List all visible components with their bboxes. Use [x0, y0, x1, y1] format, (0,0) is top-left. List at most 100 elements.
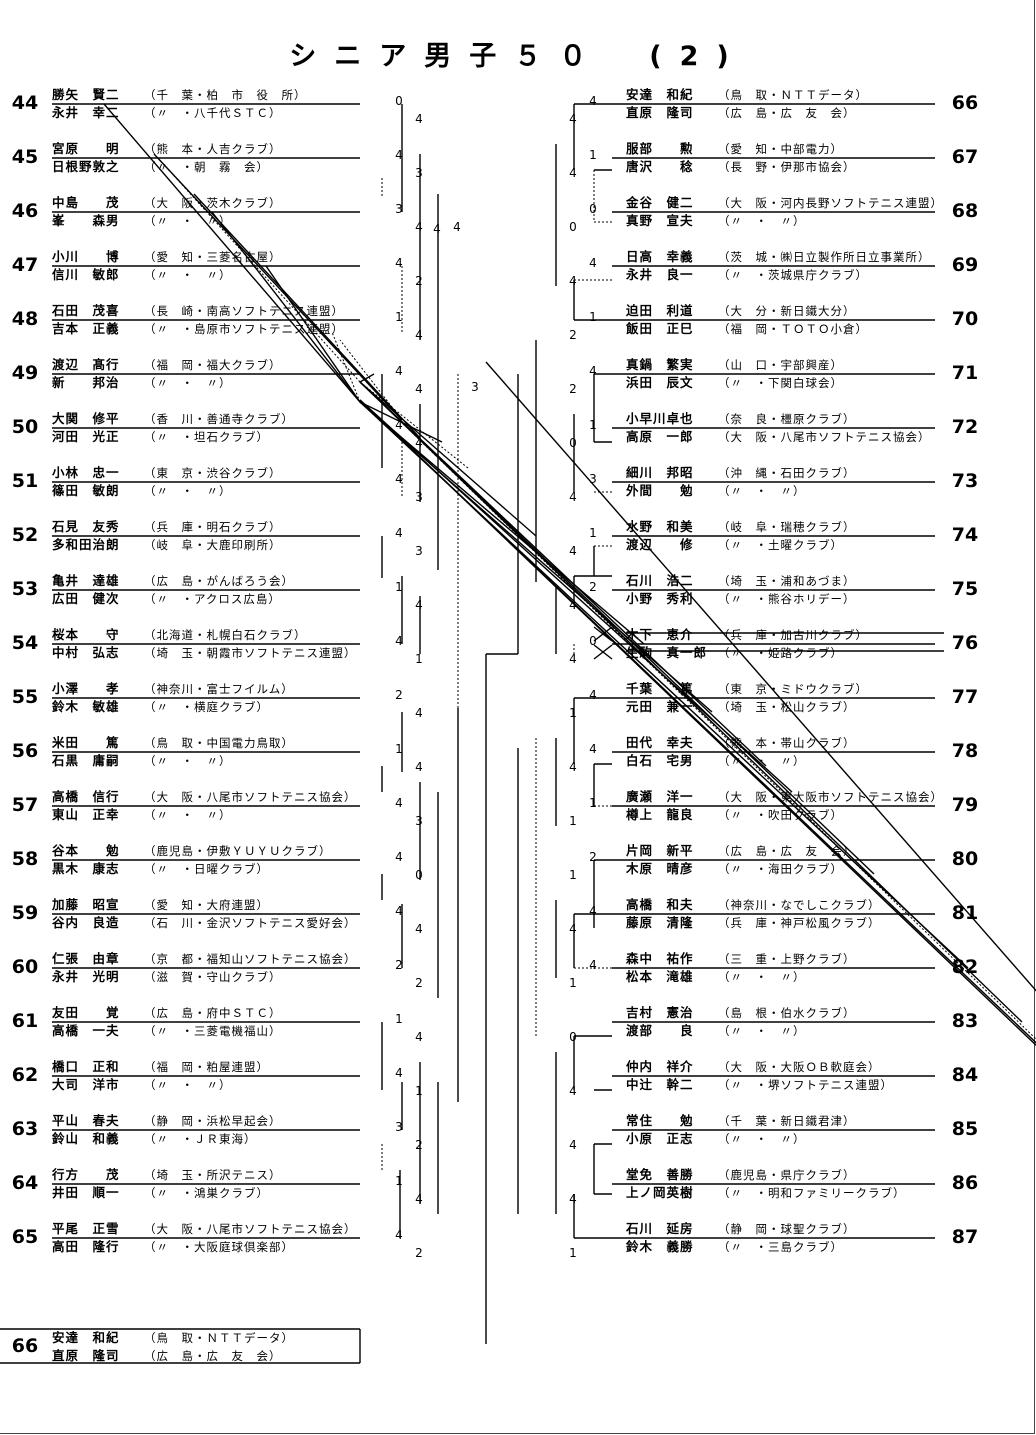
entry-number: 65	[11, 1226, 39, 1248]
player-row: 平山 春夫（静 岡・浜松早起会）	[52, 1112, 282, 1130]
player-row: 亀井 達雄（広 島・がんばろう会）	[52, 572, 294, 590]
match-score: 4	[433, 222, 441, 236]
match-score: 3	[415, 490, 423, 504]
page-title: シニア男子５０ (2)	[289, 41, 747, 72]
player-row: 渡辺 髙行（福 岡・福大クラブ）	[52, 356, 282, 374]
player-row: 鈴山 和義（〃 ・ＪＲ東海）	[52, 1130, 257, 1148]
player-name: 中島 茂	[52, 195, 120, 210]
match-score: 0	[569, 220, 577, 234]
player-affiliation: （岐 阜・瑞穂クラブ）	[718, 520, 856, 534]
player-name: 森中 祐作	[626, 951, 694, 966]
match-score: 1	[395, 1012, 403, 1026]
player-row: 小野 秀利（〃 ・熊谷ホリデー）	[626, 590, 946, 608]
player-row: 篠田 敏朗（〃 ・ 〃）	[52, 482, 232, 500]
match-score: 1	[569, 976, 577, 990]
player-row: 高田 隆行（〃 ・大阪庭球倶楽部）	[52, 1238, 294, 1256]
match-score: 4	[415, 598, 423, 612]
player-affiliation: （愛 知・中部電力）	[718, 142, 843, 156]
player-affiliation: （福 岡・粕屋連盟）	[144, 1060, 269, 1074]
match-score: 4	[415, 760, 423, 774]
match-score: 4	[415, 328, 423, 342]
player-row: 石黒 庸嗣（〃 ・ 〃）	[52, 752, 232, 770]
match-score: 0	[589, 202, 597, 216]
player-row: 唐沢 稔（長 野・伊那市協会）	[626, 158, 946, 176]
player-row: 日根野敦之（〃 ・朝 霧 会）	[52, 158, 269, 176]
player-row: 外間 勉（〃 ・ 〃）	[626, 482, 946, 500]
player-name: 日高 幸義	[626, 249, 694, 264]
player-row: 日高 幸義（茨 城・㈱日立製作所日立事業所）	[626, 248, 946, 266]
match-score: 3	[415, 544, 423, 558]
player-affiliation: （鹿児島・伊敷ＹＵＹＵクラブ）	[144, 844, 332, 858]
player-row: 仲内 祥介（大 阪・大阪ＯＢ軟庭会）	[626, 1058, 946, 1076]
player-name: 真野 宣夫	[626, 213, 694, 228]
entry-number: 47	[11, 254, 39, 276]
player-name: 多和田治朗	[52, 537, 120, 552]
entry-number: 74	[951, 524, 979, 546]
player-name: 田代 幸夫	[626, 735, 694, 750]
match-score: 4	[589, 364, 597, 378]
match-score: 4	[569, 1084, 577, 1098]
bracket-line	[153, 153, 403, 421]
player-row: 行方 茂（埼 玉・所沢テニス）	[52, 1166, 282, 1184]
entry-number: 85	[951, 1118, 979, 1140]
bracket-line	[359, 399, 1036, 1044]
entry-number: 87	[951, 1226, 979, 1248]
player-name: 廣瀬 洋一	[626, 789, 694, 804]
player-affiliation: （〃 ・アクロス広島）	[144, 592, 281, 606]
match-score: 1	[589, 796, 597, 810]
match-score: 2	[569, 382, 577, 396]
bracket-line	[359, 381, 469, 469]
entry-number: 71	[951, 362, 979, 384]
player-row: 中村 弘志（埼 玉・朝霞市ソフトテニス連盟）	[52, 644, 357, 662]
player-name: 渡部 良	[626, 1023, 694, 1038]
entry-number: 58	[11, 848, 39, 870]
player-row: 堂免 善勝（鹿児島・県庁クラブ）	[626, 1166, 946, 1184]
match-score: 4	[569, 760, 577, 774]
player-affiliation: （〃 ・坦石クラブ）	[144, 430, 269, 444]
player-row: 浜田 辰文（〃 ・下関白球会）	[626, 374, 946, 392]
bracket-line	[103, 103, 361, 403]
match-score: 3	[415, 814, 423, 828]
player-name: 永井 良一	[626, 267, 694, 282]
player-name: 高原 一郎	[626, 429, 694, 444]
player-affiliation: （島 根・伯水クラブ）	[718, 1006, 856, 1020]
player-affiliation: （〃 ・ 〃）	[144, 1078, 232, 1092]
player-affiliation: （〃 ・姫路クラブ）	[718, 646, 843, 660]
player-row: 廣瀬 洋一（大 阪・東大阪市ソフトテニス協会）	[626, 788, 946, 806]
player-row: 永井 幸二（〃 ・八千代ＳＴＣ）	[52, 104, 282, 122]
match-score: 2	[589, 850, 597, 864]
player-affiliation: （鳥 取・中国電力鳥取）	[144, 736, 294, 750]
player-affiliation: （大 阪・茨木クラブ）	[144, 196, 282, 210]
player-affiliation: （〃 ・ 〃）	[718, 970, 806, 984]
player-row: 米田 篤（鳥 取・中国電力鳥取）	[52, 734, 294, 752]
match-score: 4	[569, 274, 577, 288]
match-score: 4	[569, 1192, 577, 1206]
player-row: 白石 宅男（〃 ・ 〃）	[626, 752, 946, 770]
player-row: 服部 勲 （愛 知・中部電力）	[626, 140, 946, 158]
player-row: 橋口 正和（福 岡・粕屋連盟）	[52, 1058, 269, 1076]
match-score: 3	[395, 1120, 403, 1134]
player-row: 真鍋 繁実（山 口・宇部興産）	[626, 356, 946, 374]
player-name: 服部 勲	[626, 141, 694, 156]
player-row: 中島 茂 （大 阪・茨木クラブ）	[52, 194, 282, 212]
player-row: 加藤 昭宣（愛 知・大府連盟）	[52, 896, 269, 914]
player-affiliation: （大 分・新日鐵大分）	[718, 304, 856, 318]
player-row: 宮原 明（熊 本・人吉クラブ）	[52, 140, 282, 158]
player-affiliation: （〃 ・吹田クラブ）	[718, 808, 843, 822]
player-name: 高橋 信行	[52, 789, 120, 804]
match-score: 4	[589, 256, 597, 270]
player-name: 峯 森男	[52, 213, 120, 228]
player-affiliation: （熊 本・帯山クラブ）	[718, 736, 856, 750]
player-row: 石川 延房（静 岡・球聖クラブ）	[626, 1220, 946, 1238]
player-affiliation: （〃 ・ 〃）	[144, 484, 232, 498]
player-affiliation: （〃 ・大阪庭球倶楽部）	[144, 1240, 294, 1254]
player-name: 藤原 清隆	[626, 915, 694, 930]
player-row: 大司 洋市（〃 ・ 〃）	[52, 1076, 232, 1094]
player-row: 井田 順一（〃 ・鴻巣クラブ）	[52, 1184, 269, 1202]
entry-number: 57	[11, 794, 39, 816]
player-affiliation: （〃 ・横庭クラブ）	[144, 700, 269, 714]
match-score: 1	[569, 1246, 577, 1260]
player-affiliation: （〃 ・ 〃）	[718, 1024, 806, 1038]
player-row: 黒木 康志（〃 ・日曜クラブ）	[52, 860, 269, 878]
match-score: 1	[569, 706, 577, 720]
